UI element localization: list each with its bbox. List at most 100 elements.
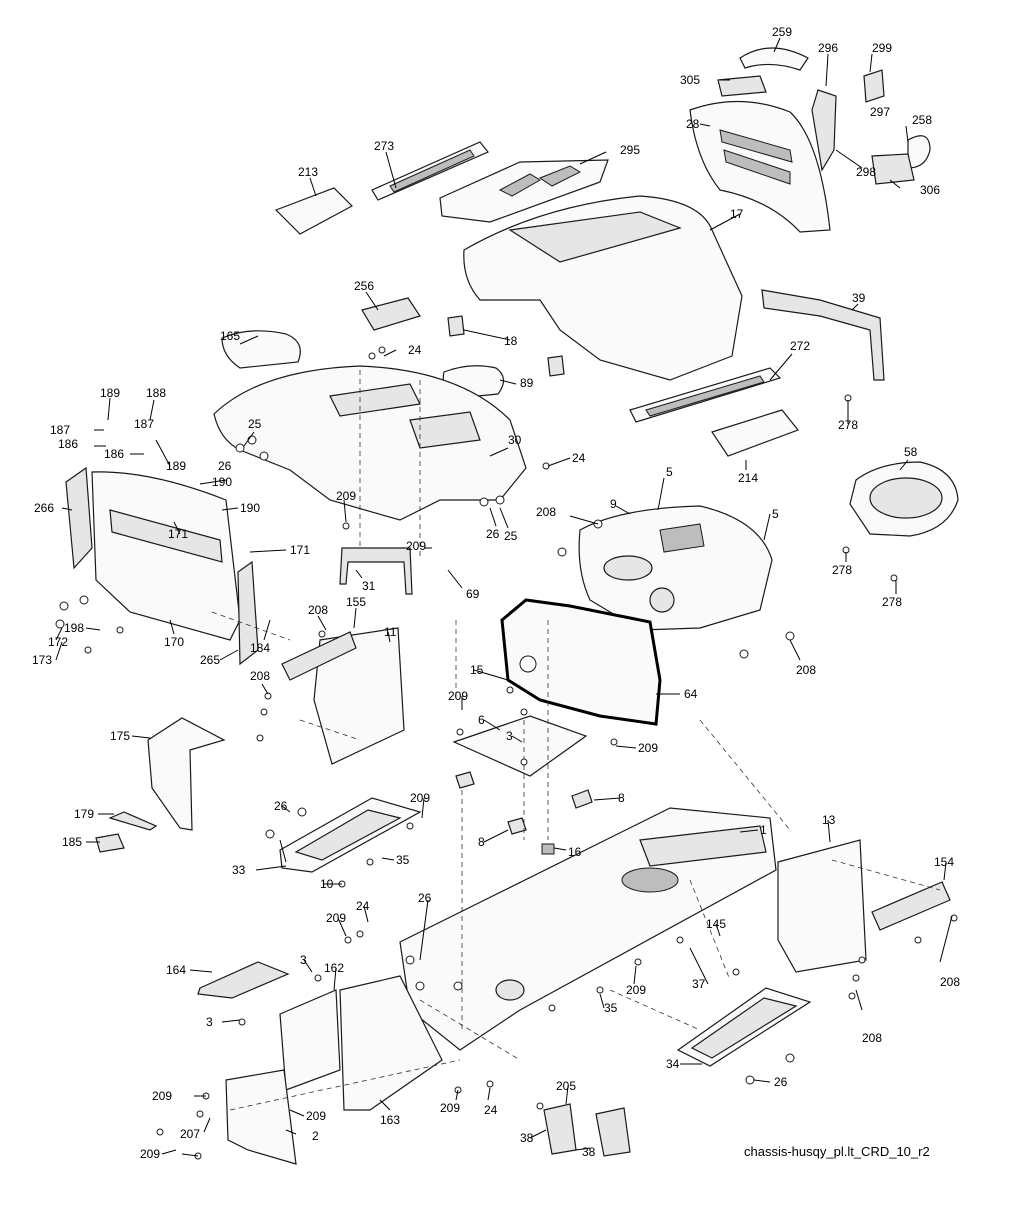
callout-64: 64 [684, 687, 698, 701]
callout-208-d: 208 [796, 663, 816, 677]
callout-187-right: 187 [134, 417, 154, 431]
part-295-vent-cover [439, 159, 609, 223]
callout-35-b: 35 [604, 1001, 618, 1015]
callout-305: 305 [680, 73, 700, 87]
callout-31: 31 [362, 579, 376, 593]
part-164-bracket [197, 961, 290, 999]
callout-190-top: 190 [212, 475, 232, 489]
part-155-bracket [281, 631, 357, 681]
part-214-panel [711, 409, 799, 457]
callout-278-mid: 278 [832, 563, 852, 577]
callout-171-left: 171 [168, 527, 188, 541]
part-296-bracket [811, 89, 837, 172]
callout-69: 69 [466, 587, 480, 601]
part-299-clip [863, 69, 885, 103]
callout-278-top: 278 [838, 418, 858, 432]
callout-24-d: 24 [484, 1103, 498, 1117]
part-28-grille [689, 100, 831, 233]
callout-189-bottom: 189 [166, 459, 186, 473]
callout-173: 173 [32, 653, 52, 667]
callout-209-k: 209 [140, 1147, 160, 1161]
callout-258: 258 [912, 113, 932, 127]
part-17-hood [463, 195, 743, 381]
callout-266: 266 [34, 501, 54, 515]
callout-171-right: 171 [290, 543, 310, 557]
callout-33: 33 [232, 863, 246, 877]
callout-209-i: 209 [306, 1109, 326, 1123]
part-179-rod [108, 811, 158, 831]
part-38-brackets [543, 1103, 631, 1157]
callout-162: 162 [324, 961, 344, 975]
callout-179: 179 [74, 807, 94, 821]
callout-24-top: 24 [408, 343, 422, 357]
part-1-frame [399, 807, 777, 1051]
callout-8-right: 8 [618, 791, 625, 805]
callout-198: 198 [64, 621, 84, 635]
callout-172: 172 [48, 635, 68, 649]
callout-209-j: 209 [440, 1101, 460, 1115]
callout-89: 89 [520, 376, 534, 390]
leader-lines [55, 37, 953, 1157]
callout-208-b: 208 [308, 603, 328, 617]
part-256-panel [361, 297, 421, 331]
callout-278-right: 278 [882, 595, 902, 609]
callout-25-left: 25 [248, 417, 262, 431]
callout-209-f: 209 [326, 911, 346, 925]
part-11-plate [313, 627, 405, 765]
callout-34: 34 [666, 1057, 680, 1071]
callout-163: 163 [380, 1113, 400, 1127]
callout-306: 306 [920, 183, 940, 197]
callout-296: 296 [818, 41, 838, 55]
callout-214: 214 [738, 471, 758, 485]
callout-37: 37 [692, 977, 706, 991]
part-16-bushing [541, 843, 555, 855]
part-18-spacers [447, 315, 565, 377]
part-2-bracket [225, 1069, 297, 1165]
callout-28: 28 [686, 117, 700, 131]
callout-155: 155 [346, 595, 366, 609]
callout-187-left: 187 [50, 423, 70, 437]
part-8-clips [455, 771, 593, 835]
part-6-plate [452, 715, 588, 777]
callout-188: 188 [146, 386, 166, 400]
callout-39: 39 [852, 291, 866, 305]
callout-10: 10 [320, 877, 334, 891]
callout-3-b: 3 [300, 953, 307, 967]
callout-297: 297 [870, 105, 890, 119]
callout-186-left: 186 [58, 437, 78, 451]
callout-209-g: 209 [626, 983, 646, 997]
callout-170: 170 [164, 635, 184, 649]
callout-209-d: 209 [638, 741, 658, 755]
part-273-vent [371, 141, 489, 201]
part-163-plate [339, 975, 443, 1111]
callout-15: 15 [470, 663, 484, 677]
callout-184: 184 [250, 641, 270, 655]
part-266-side-panel [65, 466, 93, 570]
callout-208-f: 208 [862, 1031, 882, 1045]
callout-26-c: 26 [274, 799, 288, 813]
part-58-seat-pan [849, 461, 959, 537]
callout-2: 2 [312, 1129, 319, 1143]
callout-16: 16 [568, 845, 582, 859]
part-33-footrest [279, 797, 422, 873]
part-306-light-housing [871, 153, 915, 185]
part-165-cup-holder [221, 330, 301, 369]
callout-38-left: 38 [520, 1131, 534, 1145]
part-30-fender [213, 365, 527, 521]
callout-11: 11 [384, 625, 397, 639]
callout-165: 165 [220, 329, 240, 343]
callout-208-e: 208 [940, 975, 960, 989]
part-185-pedal [95, 833, 125, 853]
callout-209-e: 209 [410, 791, 430, 805]
callout-145: 145 [706, 917, 726, 931]
diagram-caption: chassis-husqy_pl.lt_CRD_10_r2 [744, 1144, 930, 1159]
part-64-bracket-highlighted [500, 598, 662, 726]
callout-273: 273 [374, 139, 394, 153]
callout-9: 9 [610, 497, 617, 511]
callout-3-a: 3 [506, 729, 513, 743]
callout-208-a: 208 [536, 505, 556, 519]
callout-labels: 259 296 299 305 297 28 258 298 306 273 2… [32, 25, 960, 1161]
callout-213: 213 [298, 165, 318, 179]
callout-256: 256 [354, 279, 374, 293]
